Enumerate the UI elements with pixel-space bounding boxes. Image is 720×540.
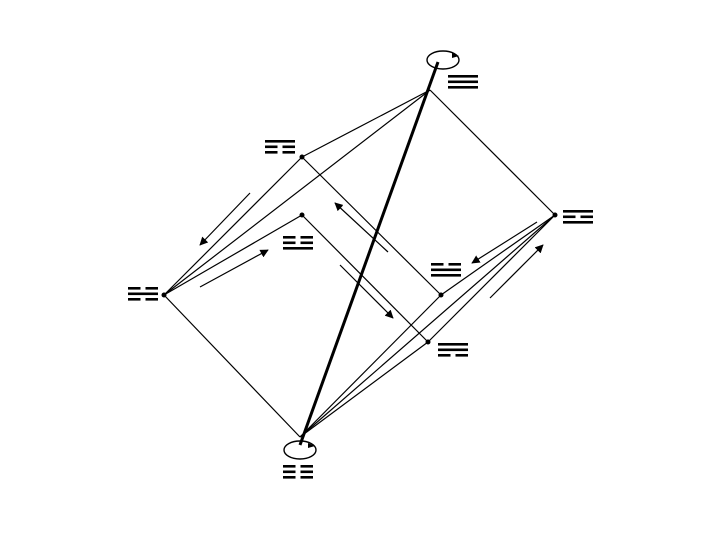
- rotation-arrow-icon: [283, 440, 317, 460]
- trigram-broken-line: [282, 145, 295, 149]
- trigram-right-icon: [563, 210, 593, 224]
- rotation-arrow-icon: [426, 50, 460, 70]
- edge-right-lowerright: [427, 214, 556, 343]
- trigram-solid-line: [128, 292, 158, 296]
- edge-top-upperleft: [301, 89, 431, 158]
- vertex-inner-right: [438, 292, 444, 298]
- main-diagonal: [298, 61, 440, 446]
- trigram-broken-line: [300, 241, 313, 245]
- trigram-broken-line: [282, 151, 295, 154]
- trigram-broken-line: [283, 236, 296, 239]
- flow-arrow-icon: [199, 192, 251, 246]
- trigram-solid-line: [448, 86, 478, 89]
- trigram-broken-line: [283, 241, 296, 245]
- trigram-broken-line: [283, 465, 296, 468]
- trigram-broken-line: [265, 145, 278, 149]
- trigram-upper-left-icon: [265, 140, 295, 154]
- trigram-broken-line: [563, 215, 576, 219]
- trigram-broken-line: [448, 263, 461, 266]
- flow-arrow-icon: [199, 249, 269, 288]
- trigram-broken-line: [283, 470, 296, 474]
- edge-bottom-innerright: [299, 294, 442, 438]
- trigram-solid-line: [563, 210, 593, 213]
- trigram-broken-line: [265, 151, 278, 154]
- trigram-solid-line: [265, 140, 295, 143]
- trigram-broken-line: [438, 354, 451, 357]
- cube-edges: [163, 89, 556, 438]
- trigram-solid-line: [448, 80, 478, 84]
- trigram-broken-line: [300, 465, 313, 468]
- trigram-broken-line: [431, 263, 444, 266]
- trigram-solid-line: [438, 348, 468, 352]
- flow-arrows: [199, 192, 544, 319]
- trigram-broken-line: [300, 476, 313, 479]
- trigram-broken-line: [283, 476, 296, 479]
- trigram-broken-line: [300, 236, 313, 239]
- vertex-lower-right: [425, 339, 431, 345]
- trigram-solid-line: [563, 221, 593, 224]
- trigram-symbols: [128, 75, 593, 479]
- trigram-left-icon: [128, 287, 158, 301]
- edge-top-left: [163, 89, 431, 296]
- trigram-inner-left-icon: [283, 236, 313, 250]
- trigram-solid-line: [283, 247, 313, 250]
- trigram-solid-line: [431, 274, 461, 277]
- trigram-broken-line: [455, 354, 468, 357]
- edge-top-right: [429, 89, 556, 216]
- flow-arrow-icon: [489, 244, 544, 299]
- edge-left-innerleft: [163, 214, 303, 296]
- edge-upperleft-left: [163, 156, 303, 296]
- edge-bottom-right: [299, 214, 556, 438]
- trigram-broken-line: [300, 470, 313, 474]
- trigram-broken-line: [128, 287, 141, 290]
- flow-arrow-icon: [334, 202, 389, 253]
- vertices: [161, 154, 558, 345]
- trigram-lower-right-icon: [438, 343, 468, 357]
- vertex-inner-left: [299, 212, 305, 218]
- edge-innerleft-lowerright: [301, 214, 429, 343]
- flow-arrow-icon: [471, 221, 538, 264]
- trigram-solid-line: [431, 268, 461, 272]
- trigram-solid-line: [438, 343, 468, 346]
- edge-right-innerright: [440, 214, 556, 296]
- trigram-bottom-icon: [283, 465, 313, 479]
- edge-upperleft-innerright: [301, 156, 442, 296]
- edge-left-bottom: [163, 294, 301, 438]
- flow-arrow-icon: [339, 264, 394, 319]
- edge-bottom-lowerright: [299, 341, 429, 438]
- trigram-top-icon: [448, 75, 478, 89]
- trigram-broken-line: [128, 298, 141, 301]
- trigram-broken-line: [145, 298, 158, 301]
- vertex-right: [552, 212, 558, 218]
- vertex-left: [161, 292, 167, 298]
- vertex-upper-left: [299, 154, 305, 160]
- trigram-inner-right-icon: [431, 263, 461, 277]
- trigram-broken-line: [580, 215, 593, 219]
- trigram-solid-line: [448, 75, 478, 78]
- trigram-broken-line: [145, 287, 158, 290]
